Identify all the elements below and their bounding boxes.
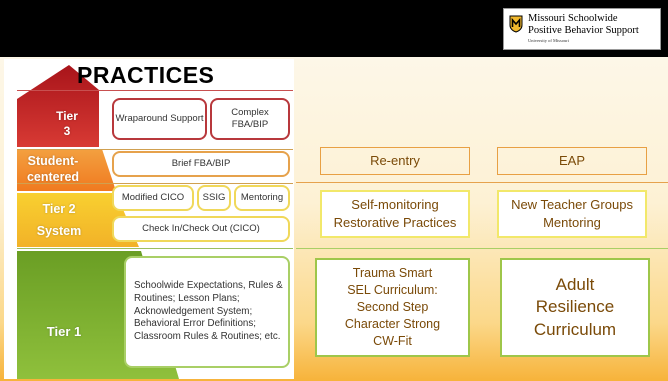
student-centered-band <box>17 149 116 191</box>
tier2-practices-box: Self-monitoring Restorative Practices <box>320 190 470 238</box>
student-centered-label: Student- centered <box>14 153 92 186</box>
curriculum-text: Curriculum <box>533 319 617 339</box>
sel-curriculum-text: SEL Curriculum: <box>347 283 438 297</box>
student-top-line <box>17 149 293 150</box>
logo-line3: University of Missouri <box>528 38 569 43</box>
character-strong-text: Character Strong <box>344 317 441 331</box>
logo-line2: Positive Behavior Support <box>528 25 639 36</box>
mentoring-text: Mentoring <box>543 215 601 230</box>
tier2-adult-box: New Teacher Groups Mentoring <box>497 190 647 238</box>
tier3-label-line1: Tier <box>56 109 78 123</box>
self-monitoring-text: Self-monitoring <box>351 197 439 213</box>
resilience-text: Resilience <box>535 297 615 317</box>
tier1-student-curriculum-box: Trauma Smart SEL Curriculum: Second Step… <box>315 258 470 357</box>
modified-cico-box: Modified CICO <box>112 185 194 211</box>
eap-box: EAP <box>497 147 647 175</box>
ssig-box: SSIG <box>197 185 231 211</box>
brief-fba-bip-box: Brief FBA/BIP <box>112 151 290 177</box>
tier3-band <box>17 65 99 147</box>
trauma-smart-text: Trauma Smart <box>352 266 433 280</box>
tier3-label: Tier 3 <box>45 109 89 139</box>
tier1-top-line <box>17 248 293 249</box>
tier2-label: Tier 2 System <box>14 199 104 243</box>
tier3-top-line <box>17 90 293 91</box>
cico-box: Check In/Check Out (CICO) <box>112 216 290 242</box>
restorative-practices-text: Restorative Practices <box>333 215 457 230</box>
new-teacher-groups-text: New Teacher Groups <box>511 197 633 213</box>
mu-logo: Missouri Schoolwide Positive Behavior Su… <box>503 8 661 50</box>
tier1-separator <box>296 248 668 249</box>
tier3-label-line2: 3 <box>63 124 71 138</box>
logo-line1: Missouri Schoolwide <box>528 13 618 24</box>
tier1-label: Tier 1 <box>46 324 82 339</box>
top-bar: Missouri Schoolwide Positive Behavior Su… <box>0 0 668 57</box>
adult-resilience-box: Adult Resilience Curriculum <box>500 258 650 357</box>
student-label-line2: centered <box>26 170 80 185</box>
second-step-text: Second Step <box>356 300 429 314</box>
reentry-box: Re-entry <box>320 147 470 175</box>
student-label-line1: Student- <box>27 154 79 168</box>
schoolwide-expectations-box: Schoolwide Expectations, Rules & Routine… <box>124 256 290 368</box>
tier2-label-line1: Tier 2 <box>42 202 76 216</box>
cw-fit-text: CW-Fit <box>373 334 412 348</box>
tier2-band <box>17 193 139 247</box>
complex-fba-bip-box: Complex FBA/BIP <box>210 98 290 140</box>
page-title: PRACTICES <box>77 62 215 88</box>
tier2-separator <box>296 182 668 183</box>
wraparound-support-box: Wraparound Support <box>112 98 207 140</box>
tier2-label-line2: System <box>36 223 82 238</box>
tier2-top-line <box>17 183 293 184</box>
mentoring-box: Mentoring <box>234 185 290 211</box>
mizzou-shield-icon <box>509 15 523 33</box>
adult-text: Adult <box>555 275 595 295</box>
